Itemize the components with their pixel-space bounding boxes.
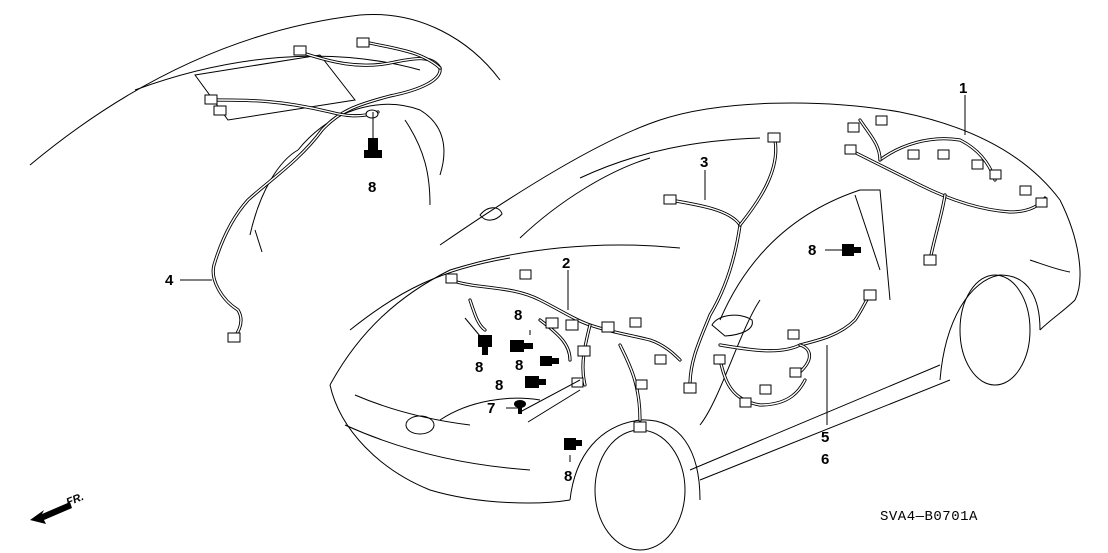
clip-icon [514, 400, 526, 414]
connector-icon [1035, 197, 1048, 208]
connector-icon [519, 269, 532, 280]
harness-5-6 [713, 289, 877, 408]
connector-icon [739, 397, 752, 408]
callout-2: 2 [562, 255, 570, 272]
connector-icon [445, 273, 458, 284]
callout-6: 6 [821, 451, 829, 468]
direction-label: FR. [65, 491, 86, 509]
callout-3: 3 [700, 154, 708, 171]
connector-icon [663, 194, 677, 205]
connector-icon [907, 149, 920, 160]
connector-icon [565, 319, 579, 331]
bolt-icon [540, 356, 559, 366]
callout-8-roof: 8 [368, 179, 376, 196]
callout-8-d: 8 [495, 377, 503, 394]
bolt-icon [842, 244, 861, 256]
roof-connectors [204, 37, 379, 343]
connector-icon [293, 45, 307, 56]
bolt-icon [510, 340, 533, 352]
connector-icon [875, 115, 888, 126]
connector-icon [683, 382, 697, 394]
connector-icon [713, 354, 726, 365]
connector-icon [1019, 185, 1032, 196]
callout-7: 7 [487, 400, 495, 417]
harness-3 [663, 132, 781, 394]
connector-icon [629, 317, 642, 328]
connector-icon [847, 122, 860, 133]
connector-icon [213, 105, 227, 116]
connector-icon [635, 379, 648, 390]
bolt-icon [464, 317, 492, 355]
connector-icon [356, 37, 370, 48]
bolt-icon [564, 438, 582, 450]
roof-harness [211, 40, 442, 340]
connector-icon [923, 254, 937, 266]
connector-icon [767, 132, 781, 143]
connector-icon [789, 367, 802, 378]
front-direction-arrow-icon: FR. [30, 491, 86, 524]
connector-icon [971, 159, 984, 170]
connector-icon [227, 332, 241, 343]
leader-lines [180, 95, 966, 462]
roof-inset [29, 13, 501, 253]
callout-labels: 1 2 3 4 5 6 7 8 8 8 8 8 8 8 [165, 80, 967, 485]
connector-icon [571, 377, 584, 388]
callout-8-e: 8 [564, 468, 572, 485]
connector-icon [601, 321, 615, 333]
callout-8-a: 8 [514, 307, 522, 324]
connector-icon [787, 329, 800, 340]
diagram-code: SVA4—B0701A [880, 509, 978, 525]
callout-4: 4 [165, 272, 174, 289]
harness-2 [445, 269, 682, 433]
bolt-icon [364, 112, 382, 158]
bolt-icon [525, 376, 546, 388]
callout-8-b: 8 [475, 359, 483, 376]
callout-5: 5 [821, 429, 829, 446]
connector-icon [844, 144, 857, 155]
callout-1: 1 [959, 80, 967, 97]
connector-icon [633, 421, 647, 433]
car-body [329, 102, 1081, 551]
connector-icon [204, 94, 218, 105]
connector-icon [759, 384, 772, 395]
connector-icon [989, 169, 1002, 180]
harness-1 [844, 115, 1048, 266]
connector-icon [863, 289, 877, 301]
callout-8-door: 8 [808, 242, 816, 259]
connector-icon [654, 354, 667, 365]
connector-icon [577, 345, 591, 357]
callout-8-c: 8 [515, 357, 523, 374]
connector-icon [937, 149, 950, 160]
connector-icon [545, 317, 559, 329]
